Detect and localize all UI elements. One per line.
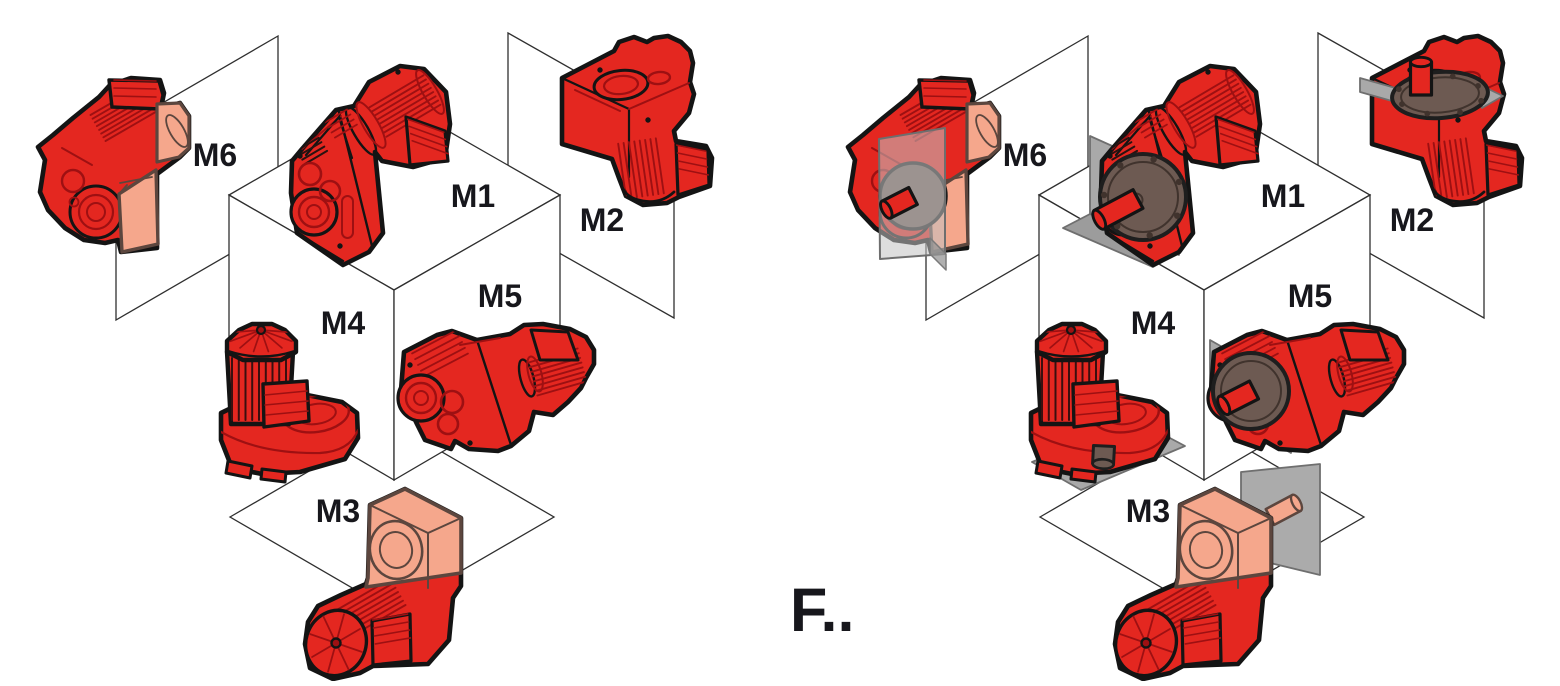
svg-text:M1: M1 bbox=[1261, 178, 1305, 214]
svg-text:M4: M4 bbox=[1131, 305, 1176, 341]
svg-text:M5: M5 bbox=[1288, 278, 1332, 314]
svg-text:F..: F.. bbox=[790, 576, 854, 644]
svg-text:M2: M2 bbox=[1390, 202, 1434, 238]
svg-text:M3: M3 bbox=[316, 493, 360, 529]
svg-text:M6: M6 bbox=[193, 137, 237, 173]
svg-text:M1: M1 bbox=[451, 178, 495, 214]
svg-text:M4: M4 bbox=[321, 305, 366, 341]
svg-text:M3: M3 bbox=[1126, 493, 1170, 529]
svg-text:M5: M5 bbox=[478, 278, 522, 314]
svg-text:M6: M6 bbox=[1003, 137, 1047, 173]
svg-text:M2: M2 bbox=[580, 202, 624, 238]
